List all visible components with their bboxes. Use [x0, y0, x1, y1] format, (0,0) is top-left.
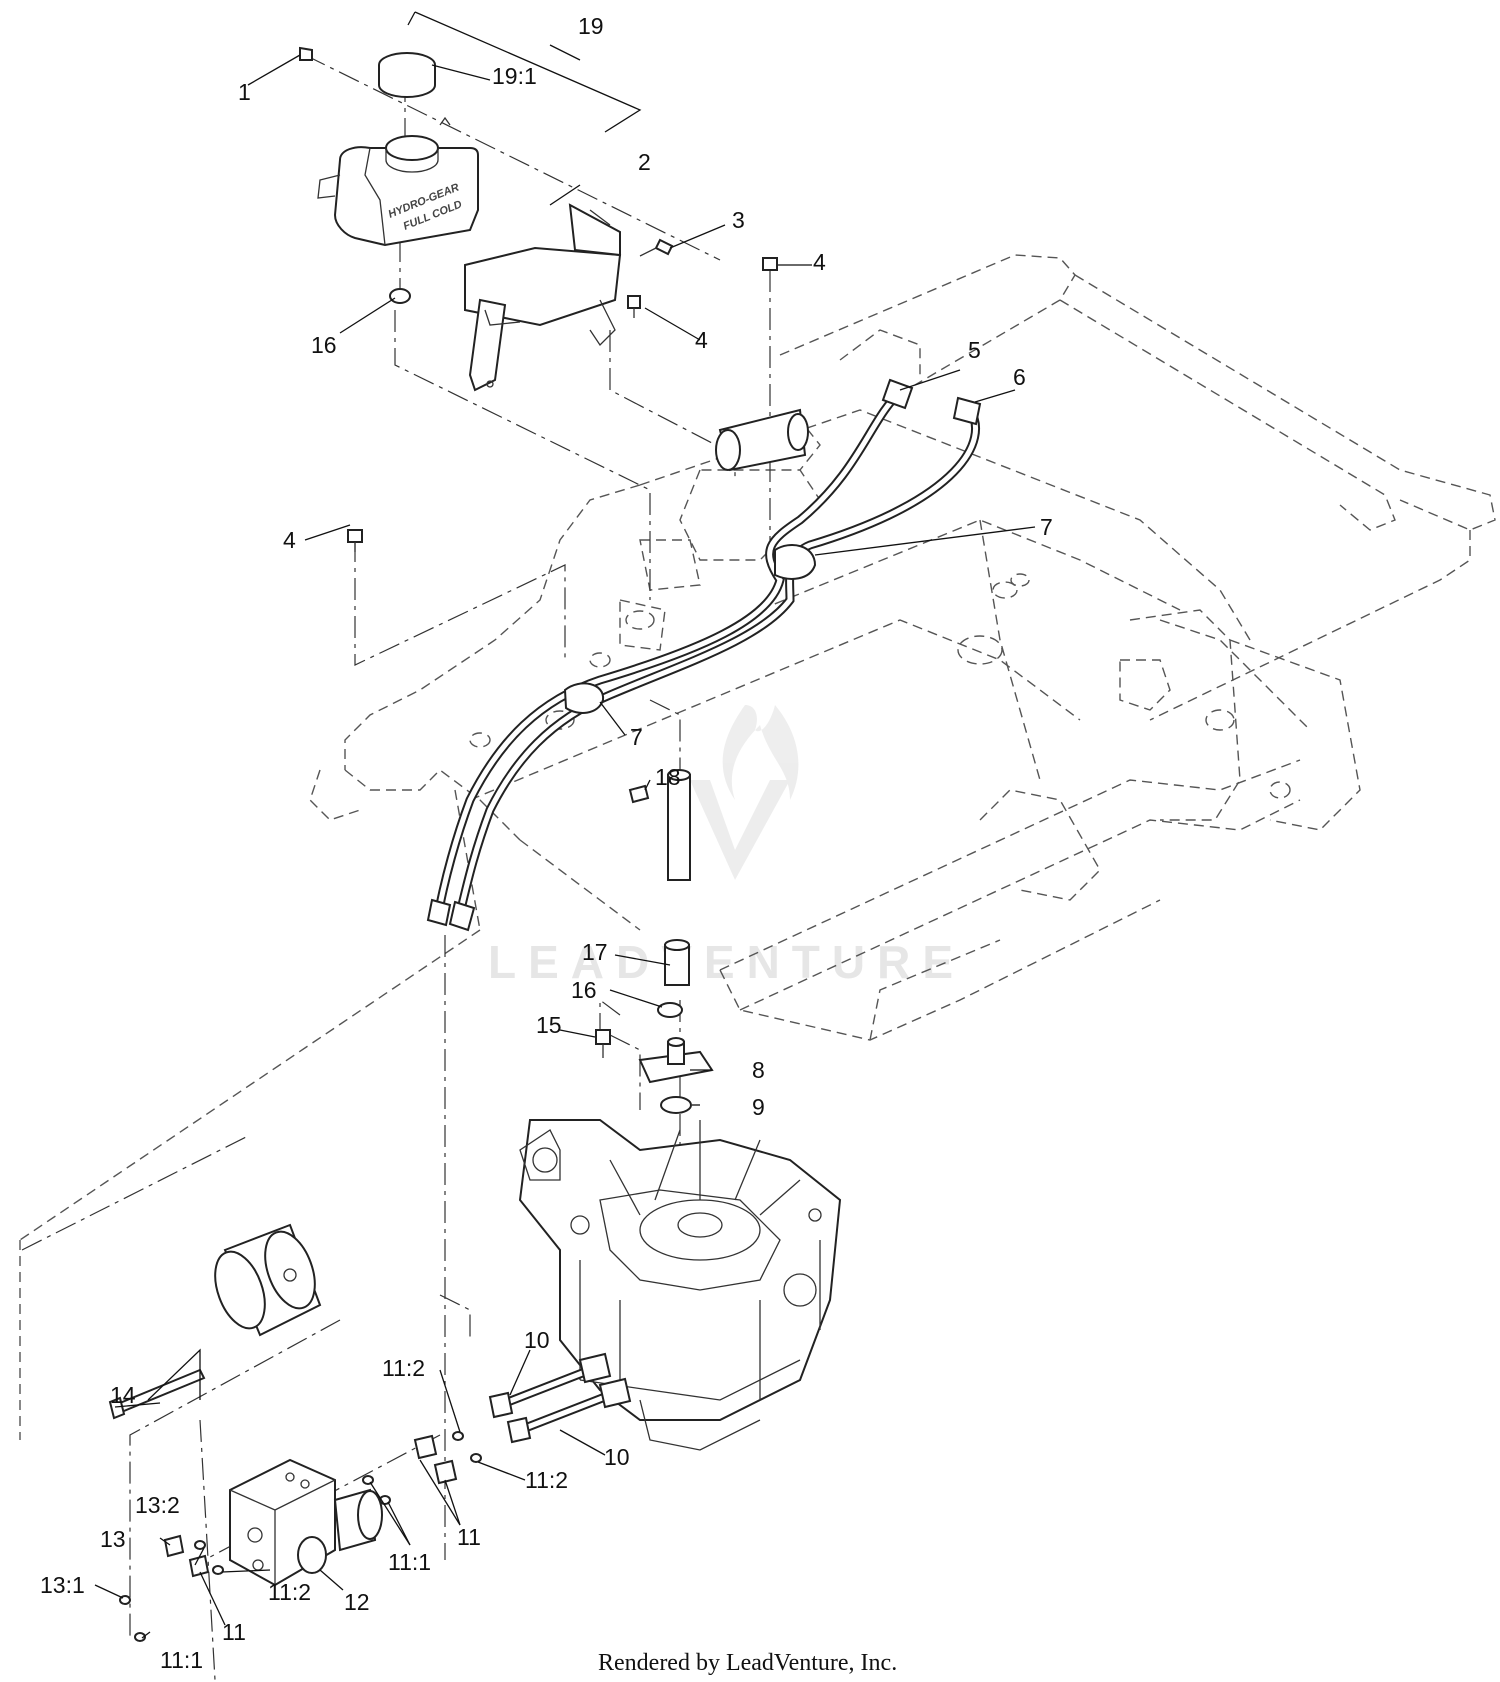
callout-19-1: 19:1: [492, 63, 537, 89]
callout-11-2-right: 11:2: [525, 1467, 568, 1493]
nut-4-upper: [627, 295, 641, 318]
callout-15: 15: [536, 1012, 562, 1038]
clamp-16-lower: [657, 1002, 683, 1018]
callout-19: 19: [578, 13, 604, 39]
valve-block: [229, 1458, 383, 1587]
callout-5: 5: [968, 337, 981, 363]
callout-10-lower: 10: [604, 1444, 630, 1470]
callout-7-upper: 7: [1040, 514, 1053, 540]
fittings-11: [119, 1431, 482, 1642]
callout-11-lower: 11: [222, 1619, 246, 1645]
bolt-3: [639, 238, 674, 257]
callout-9: 9: [752, 1094, 765, 1120]
callout-4-left: 4: [283, 527, 296, 553]
reservoir-cap: [378, 52, 436, 98]
callout-16-lower: 16: [571, 977, 597, 1003]
callout-11-1-lower: 11:1: [160, 1647, 203, 1673]
reservoir-tank: HYDRO-GEAR FULL COLD: [317, 116, 479, 247]
callout-2: 2: [638, 149, 651, 175]
fitting-18: [628, 784, 650, 804]
clamp-16-upper: [389, 288, 411, 304]
tank-bracket: [464, 203, 622, 392]
callout-6: 6: [1013, 364, 1026, 390]
screw-1: [299, 46, 313, 61]
callout-1: 1: [238, 79, 251, 105]
hydraulic-hoses: [426, 378, 982, 932]
callout-11-2-upper: 11:2: [382, 1355, 425, 1381]
callout-17: 17: [582, 939, 608, 965]
nut-4-top: [762, 257, 778, 271]
transaxle: [518, 1119, 842, 1451]
adapter-flange-8: [638, 1037, 714, 1084]
callout-11-right: 11: [457, 1524, 481, 1550]
o-ring-9: [660, 1096, 692, 1114]
callout-13-2: 13:2: [135, 1492, 180, 1518]
callout-11-1-right: 11:1: [388, 1549, 431, 1575]
callout-13-1: 13:1: [40, 1572, 85, 1598]
callout-4-bracket: 4: [695, 327, 708, 353]
callout-16-upper: 16: [311, 332, 337, 358]
watermark-text: LEADVENTURE: [488, 936, 965, 988]
callout-8: 8: [752, 1057, 765, 1083]
fitting-13: [163, 1534, 206, 1558]
leader-lines: [94, 11, 1036, 1639]
pivot-cylinder: [715, 408, 809, 472]
callout-14: 14: [110, 1382, 136, 1408]
cylinder-component: [214, 1223, 322, 1337]
extension-shaft: [664, 769, 691, 986]
footer-credit: Rendered by LeadVenture, Inc.: [598, 1650, 897, 1676]
callout-3: 3: [732, 207, 745, 233]
lower-hoses: [488, 1352, 632, 1444]
callout-11-2-lower: 11:2: [268, 1579, 311, 1605]
chassis-frame: [19, 254, 1496, 1440]
callout-13: 13: [100, 1526, 126, 1552]
nut-4-left: [347, 529, 363, 552]
callouts: 19 19:1 1 2 3 4 4 16 5 6 7 4 7 18 17 16 …: [40, 13, 1053, 1673]
callout-10-upper: 10: [524, 1327, 550, 1353]
callout-4-top: 4: [813, 249, 826, 275]
callout-18: 18: [655, 764, 681, 790]
bolt-15: [595, 1029, 611, 1058]
pin-14: [108, 1368, 206, 1420]
leadventure-watermark: LEADVENTURE: [488, 705, 965, 988]
callout-12: 12: [344, 1589, 370, 1615]
callout-7-lower: 7: [630, 724, 643, 750]
